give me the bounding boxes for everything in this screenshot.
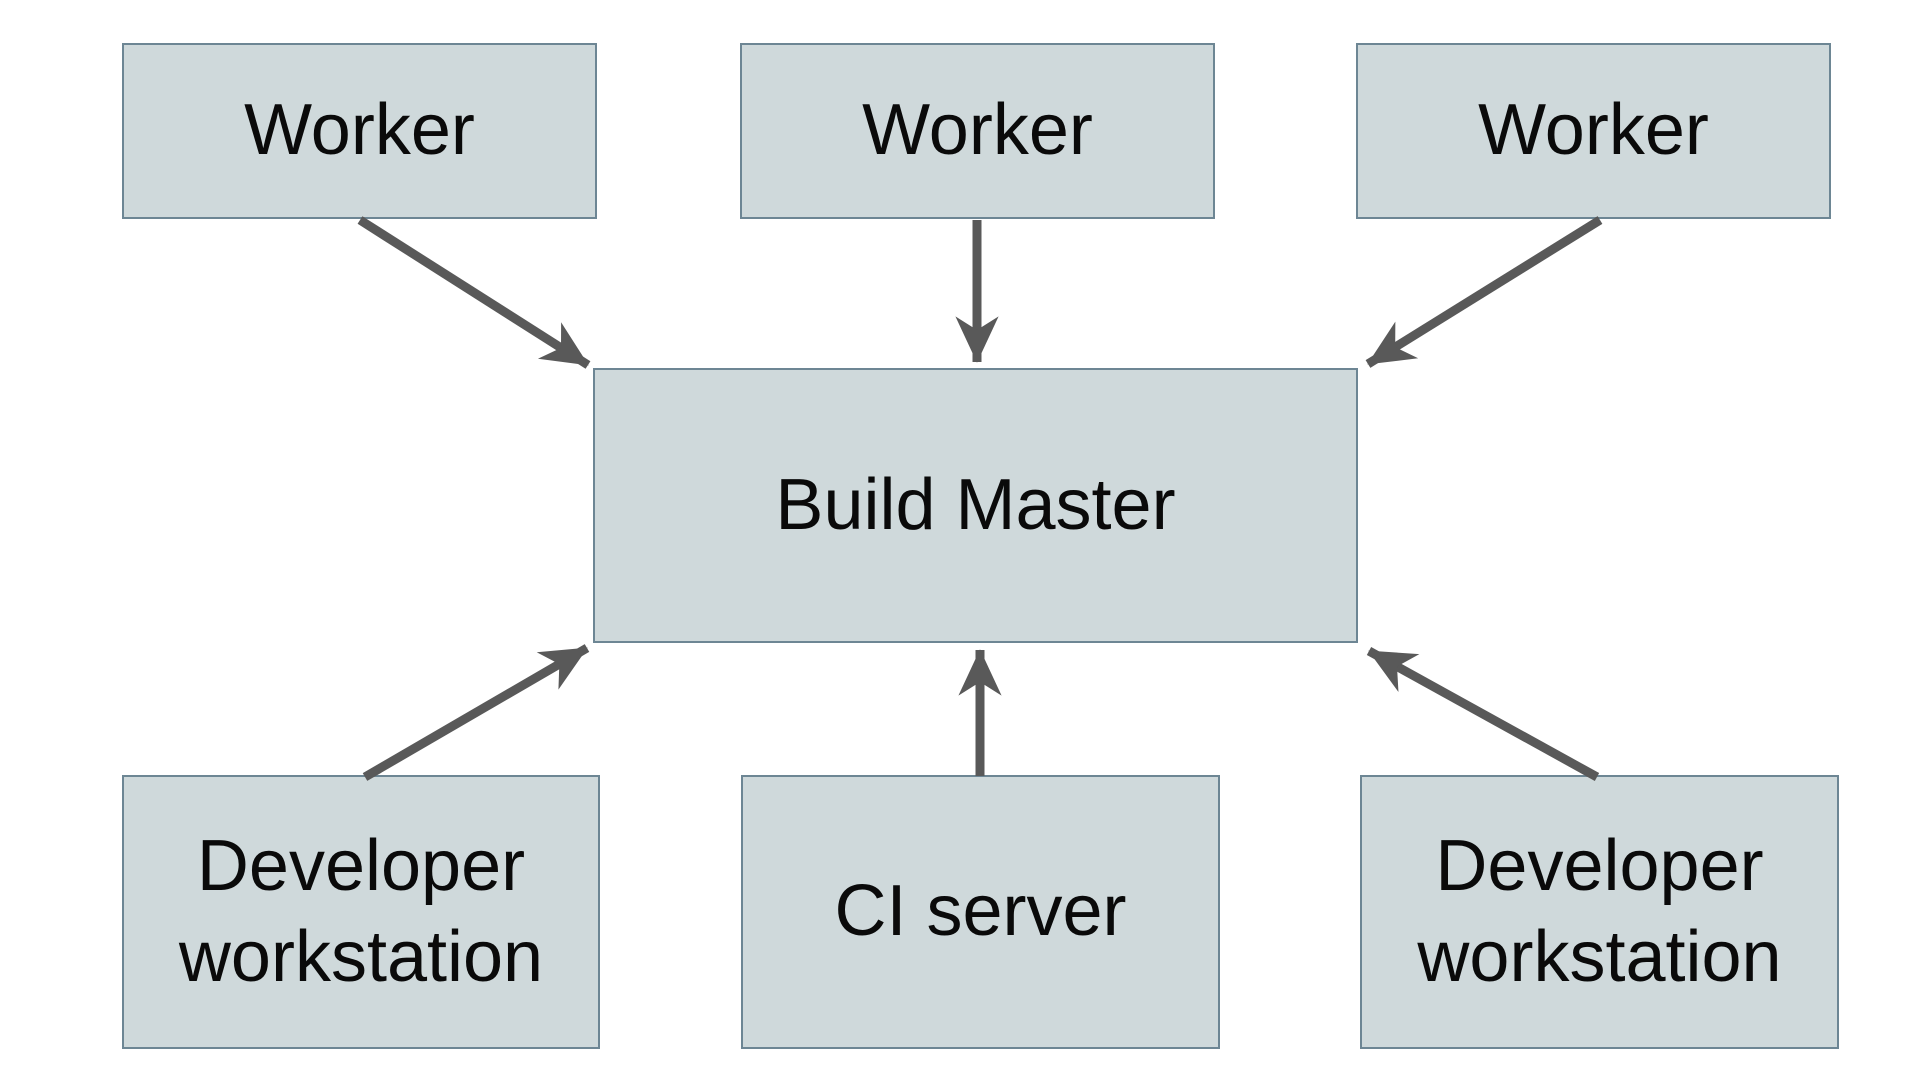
node-build-master-label: Build Master (775, 464, 1176, 545)
node-build-master: Build Master (593, 368, 1358, 643)
node-worker-1-label: Worker (244, 90, 475, 171)
node-developer-workstation-left-label: Developer workstation (178, 825, 544, 997)
node-worker-3: Worker (1356, 43, 1831, 219)
arrow-worker-3-to-build-master (1365, 216, 1603, 368)
arrow-developer-workstation-left-to-build-master (362, 644, 590, 781)
node-worker-2: Worker (740, 43, 1215, 219)
node-worker-1: Worker (122, 43, 597, 219)
node-developer-workstation-right-label: Developer workstation (1417, 825, 1782, 997)
node-ci-server: CI server (741, 775, 1220, 1049)
node-worker-3-label: Worker (1478, 90, 1709, 171)
arrow-developer-workstation-right-to-build-master (1366, 647, 1600, 781)
node-developer-workstation-right: Developer workstation (1360, 775, 1839, 1049)
arrow-worker-1-to-build-master (357, 216, 591, 369)
node-ci-server-label: CI server (834, 871, 1127, 952)
node-worker-2-label: Worker (862, 90, 1093, 171)
node-developer-workstation-left: Developer workstation (122, 775, 600, 1049)
